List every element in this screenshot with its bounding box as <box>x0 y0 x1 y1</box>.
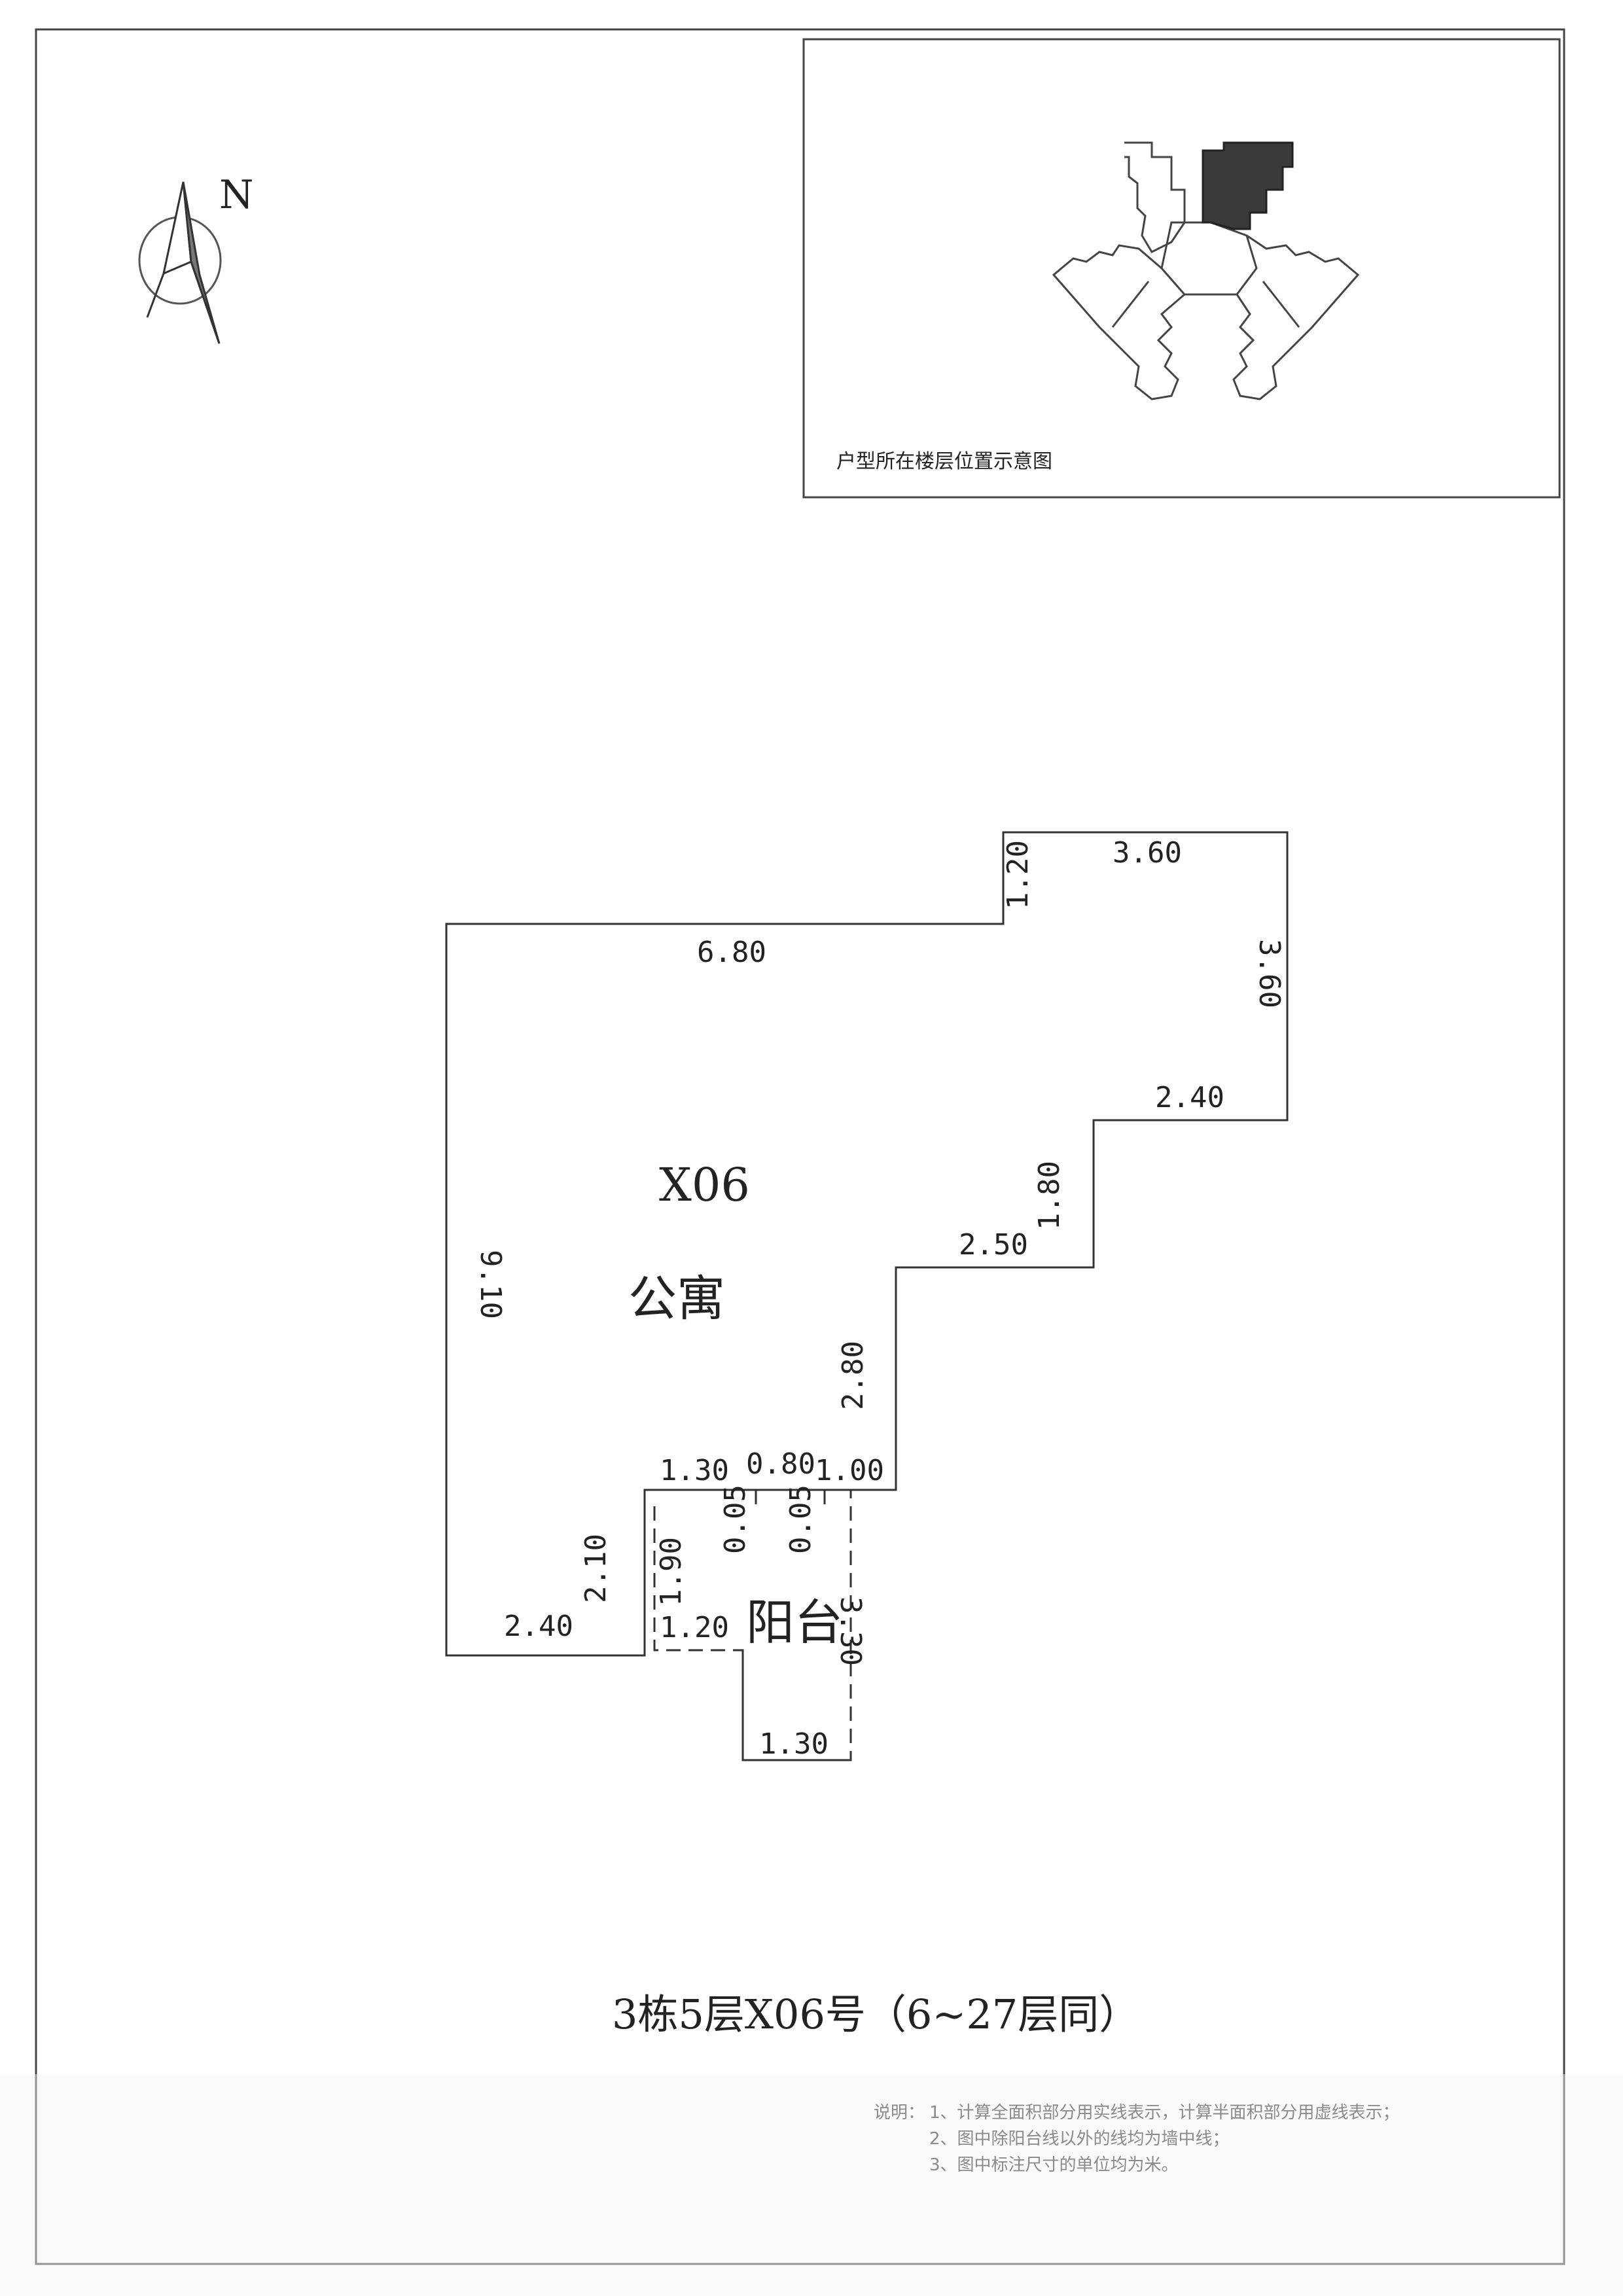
unit-type: 公寓 <box>628 1271 725 1327</box>
inset-caption: 户型所在楼层位置示意图 <box>836 450 1052 473</box>
notes-prefix: 说明： <box>874 2103 925 2123</box>
notes-block: 说明： 1、计算全面积部分用实线表示，计算半面积部分用虚线表示； 2、图中除阳台… <box>874 2103 1400 2175</box>
note-line-1: 1、计算全面积部分用实线表示，计算半面积部分用虚线表示； <box>929 2103 1400 2123</box>
dim-label: 9.10 <box>474 1250 507 1319</box>
dim-label: 1.30 <box>660 1454 729 1487</box>
building-footprint-icon <box>1052 141 1360 400</box>
dim-label: 6.80 <box>697 936 766 969</box>
note-line-3: 3、图中标注尺寸的单位均为米。 <box>929 2155 1179 2175</box>
balcony-outline <box>645 1489 852 1761</box>
dim-label: 2.10 <box>579 1534 613 1603</box>
apartment-outline <box>445 831 1289 1657</box>
balcony-label: 阳台 <box>746 1595 843 1651</box>
dim-label: 2.50 <box>959 1228 1028 1262</box>
note-line-2: 2、图中除阳台线以外的线均为墙中线； <box>929 2129 1230 2149</box>
dim-label: 1.20 <box>1001 840 1035 910</box>
dim-label: 1.20 <box>660 1611 729 1644</box>
dim-label: 1.90 <box>654 1537 688 1606</box>
dim-label: 0.80 <box>746 1447 815 1481</box>
page-frame <box>35 28 1565 2265</box>
unit-code: X06 <box>659 1158 750 1212</box>
inset-frame <box>802 38 1561 499</box>
dim-label: 2.80 <box>836 1341 870 1410</box>
dim-label: 2.40 <box>1155 1081 1224 1114</box>
dim-label: 3.60 <box>1253 939 1286 1008</box>
highlighted-unit-marker <box>1202 141 1294 230</box>
location-inset: 户型所在楼层位置示意图 <box>802 38 1561 499</box>
sheet-title: 3栋5层X06号（6~27层同） <box>612 1990 1139 2038</box>
dim-label: 0.05 <box>719 1485 752 1554</box>
dim-label: 0.05 <box>784 1485 817 1554</box>
dim-label: 3.30 <box>834 1597 867 1666</box>
north-arrow-icon <box>138 181 222 344</box>
dim-label: 2.40 <box>504 1610 573 1643</box>
dim-label: 1.80 <box>1033 1161 1066 1230</box>
dim-label: 1.00 <box>815 1454 884 1487</box>
dim-label: 1.30 <box>759 1727 829 1761</box>
scan-texture <box>0 2074 1623 2296</box>
balcony-extension <box>741 1650 851 1761</box>
north-label: N <box>219 172 254 218</box>
dim-label: 3.60 <box>1113 836 1182 870</box>
